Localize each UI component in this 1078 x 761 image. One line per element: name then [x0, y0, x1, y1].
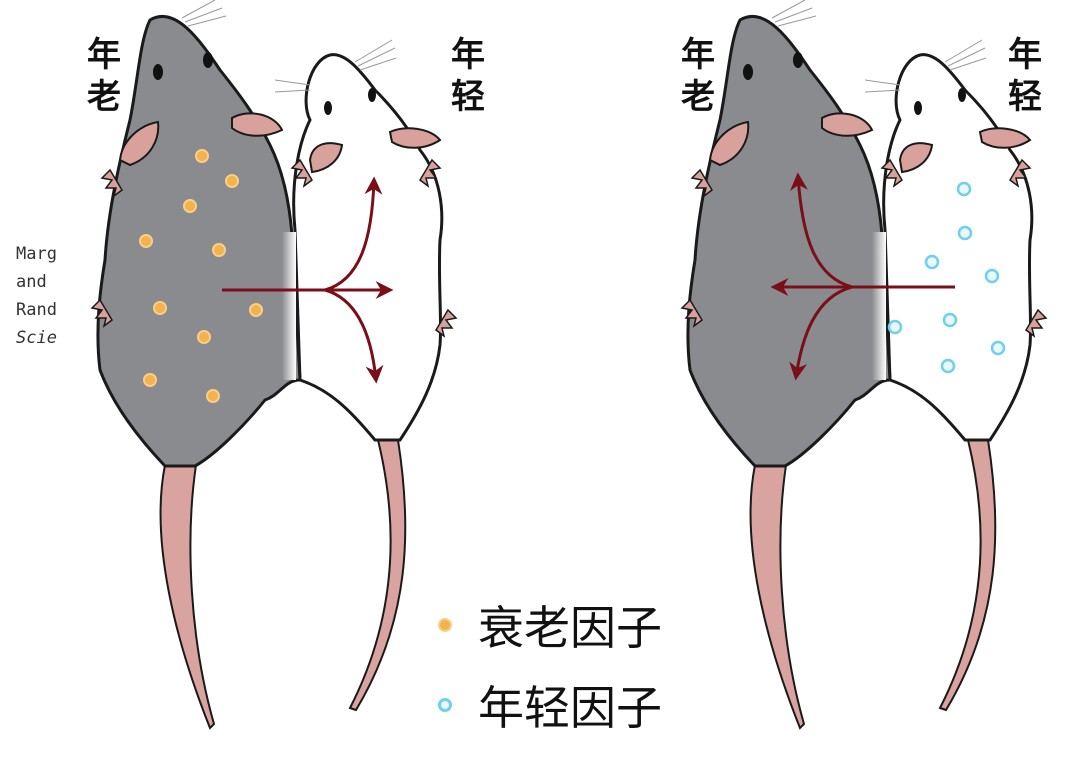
young-mouse-tail [938, 439, 997, 712]
credit-line: Marg [16, 244, 57, 264]
legend: 衰老因子 年轻因子 [438, 585, 662, 745]
flow-arrow-down [324, 288, 384, 384]
young-mouse-ear [898, 142, 934, 174]
senescence-dot-icon [438, 618, 452, 632]
youth-dot-icon [438, 698, 452, 712]
young-mouse-tail [348, 439, 407, 712]
old-mouse-tail [159, 464, 216, 730]
young-mouse-eye [324, 101, 332, 115]
old-mouse-body [96, 14, 302, 468]
youth-factor-dot [887, 319, 903, 335]
joint-band [872, 232, 886, 380]
credit-line: Scie [16, 328, 57, 348]
senescence-factor-dot [212, 243, 226, 257]
mouse-paws [90, 158, 458, 338]
senescence-factor-dot [195, 149, 209, 163]
credit-line: Rand [16, 300, 57, 320]
youth-factor-dot [956, 181, 972, 197]
youth-factor-dot [990, 340, 1006, 356]
young-mouse-ear [388, 127, 442, 149]
flow-arrow-down [789, 285, 853, 381]
legend-item-senescence: 衰老因子 [438, 585, 662, 665]
youth-factor-dots [887, 181, 1006, 374]
old-mouse-ear [231, 112, 284, 137]
old-mouse-whiskers [771, 0, 817, 27]
young-mouse-eye [368, 88, 376, 102]
old-mouse-body [686, 14, 892, 468]
old-mouse-ear [708, 120, 750, 167]
old-mouse-eye [793, 52, 803, 68]
old-mouse-eye [153, 64, 163, 80]
right-old-label: 年老 [678, 34, 718, 118]
legend-label: 年轻因子 [478, 681, 662, 735]
joint-band [282, 232, 296, 380]
flow-arrows-young-to-old [770, 172, 955, 381]
legend-label: 衰老因子 [478, 601, 662, 655]
young-mouse-ear [308, 142, 344, 174]
young-mouse-eye [914, 101, 922, 115]
senescence-factor-dot [197, 330, 211, 344]
senescence-factor-dot [153, 301, 167, 315]
left-young-label-char-1: 年轻 [451, 35, 485, 117]
youth-factor-dot [942, 312, 958, 328]
senescence-factor-dot [225, 174, 239, 188]
old-mouse-whiskers [181, 0, 227, 27]
flow-arrow-up [789, 172, 853, 289]
senescence-factor-dot [206, 389, 220, 403]
old-mouse-eye [203, 52, 213, 68]
legend-item-youth: 年轻因子 [438, 665, 662, 745]
image-credit: Marg and Rand Scie [16, 240, 64, 352]
right-young-label-char-1: 年轻 [1008, 35, 1042, 117]
senescence-factor-dots [139, 149, 263, 403]
senescence-factor-dot [183, 199, 197, 213]
left-panel [90, 0, 458, 730]
mouse-paws [680, 158, 1048, 338]
young-mouse-whiskers [864, 39, 987, 93]
youth-factor-dot [940, 358, 956, 374]
young-mouse-eye [958, 88, 966, 102]
flow-arrows-old-to-young [222, 176, 394, 384]
young-mouse-ear [978, 127, 1032, 149]
right-old-label-char-1: 年老 [681, 35, 715, 117]
senescence-factor-dot [143, 373, 157, 387]
right-panel [680, 0, 1048, 730]
old-mouse-eye [743, 64, 753, 80]
credit-line: and [16, 272, 47, 292]
youth-factor-dot [924, 254, 940, 270]
old-mouse-tail [749, 464, 806, 730]
old-mouse-ear [118, 120, 160, 167]
right-young-label: 年轻 [1005, 34, 1045, 118]
young-mouse-whiskers [274, 39, 397, 93]
left-old-label: 年老 [84, 34, 124, 118]
left-old-label-char-1: 年老 [87, 35, 121, 117]
youth-factor-dot [984, 268, 1000, 284]
flow-arrow-up [324, 176, 383, 292]
senescence-factor-dot [139, 234, 153, 248]
left-young-label: 年轻 [448, 34, 488, 118]
old-mouse-ear [821, 112, 874, 137]
youth-factor-dot [957, 225, 973, 241]
young-mouse-body [292, 53, 444, 442]
senescence-factor-dot [249, 303, 263, 317]
